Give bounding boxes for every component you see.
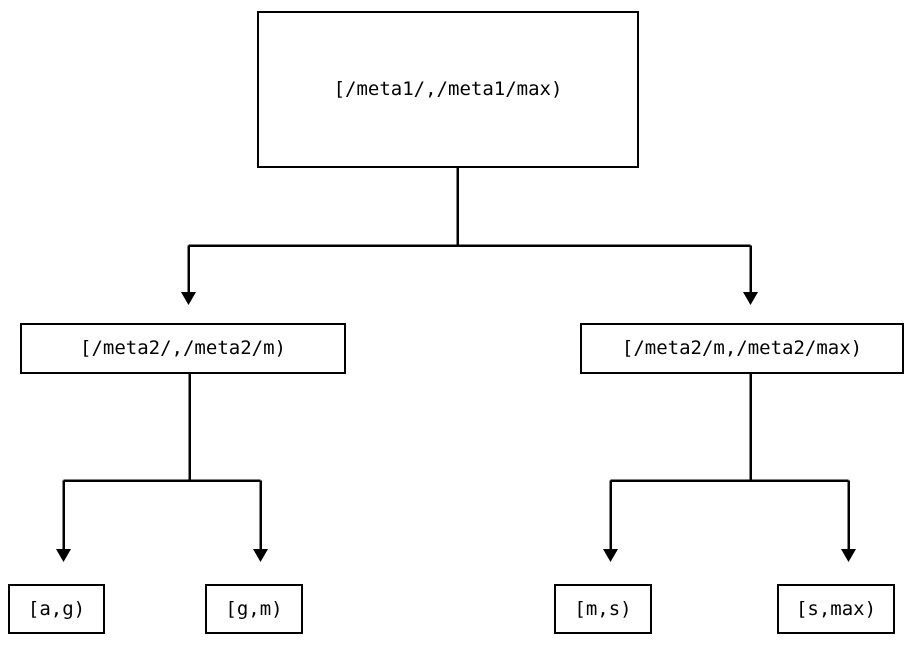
- arrowhead-icon-leaf-3: [603, 549, 618, 562]
- node-mid-right-label: [/meta2/m,/meta2/max): [621, 337, 863, 359]
- node-leaf-3-label: [m,s): [574, 597, 632, 620]
- arrowhead-icon-leaf-1: [56, 549, 71, 562]
- node-root[interactable]: [/meta1/,/meta1/max): [257, 11, 639, 168]
- arrowhead-icon-mid-left: [181, 292, 196, 305]
- node-leaf-1[interactable]: [a,g): [8, 584, 105, 634]
- node-leaf-1-label: [a,g): [27, 597, 86, 620]
- node-mid-right[interactable]: [/meta2/m,/meta2/max): [580, 323, 904, 374]
- node-leaf-4[interactable]: [s,max): [777, 584, 895, 634]
- arrowhead-icon-mid-right: [743, 292, 758, 305]
- node-root-label: [/meta1/,/meta1/max): [333, 78, 563, 100]
- node-mid-left[interactable]: [/meta2/,/meta2/m): [20, 323, 346, 374]
- node-leaf-2-label: [g,m): [225, 597, 283, 620]
- node-leaf-4-label: [s,max): [795, 597, 877, 620]
- node-leaf-2[interactable]: [g,m): [205, 584, 303, 634]
- node-leaf-3[interactable]: [m,s): [554, 584, 652, 634]
- arrowhead-icon-leaf-2: [253, 549, 268, 562]
- arrowhead-icon-leaf-4: [841, 549, 856, 562]
- node-mid-left-label: [/meta2/,/meta2/m): [80, 337, 286, 359]
